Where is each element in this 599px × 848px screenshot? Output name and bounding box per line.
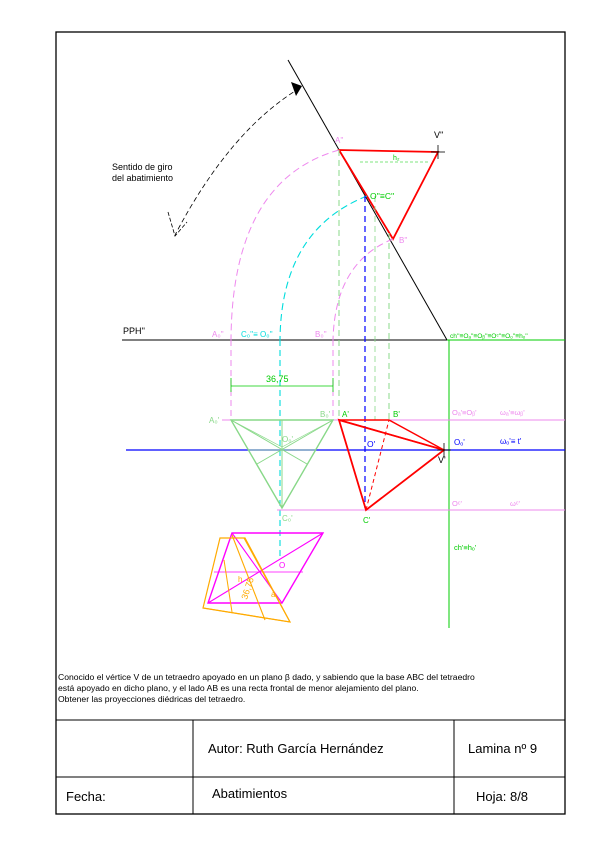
label-v1: V': [438, 455, 446, 465]
pph-label: PPH'': [123, 326, 145, 336]
label-o0: O₀': [282, 435, 294, 444]
red-triangle-plan: [337, 418, 446, 512]
label-b0-top: B₀'': [315, 330, 327, 339]
label-ob: Oₒ': [454, 438, 465, 447]
label-wo-t: ωₒ'≡ t': [500, 437, 522, 446]
label-c1: C': [363, 516, 371, 525]
pink-arc-small: [332, 238, 394, 341]
label-hinge-top: ch''≡Oₐ''≡Oᵦ''≡Oᶜ''≡Oₒ''≡hₒ'': [450, 333, 528, 340]
rotation-arrow-tip: [167, 211, 188, 237]
rotation-label-line2: del abatimiento: [112, 173, 173, 183]
label-b2: B'': [399, 236, 408, 245]
plane-trace-line: [287, 59, 448, 341]
label-a2: A'': [335, 136, 344, 145]
pink-arc-large: [230, 149, 340, 341]
label-ch-h: ch'≡hₒ': [454, 543, 477, 552]
sheet-border: [55, 31, 566, 815]
label-dimension-top: 36,75: [266, 374, 289, 384]
label-h-bottom: h: [238, 575, 242, 584]
label-v2: V'': [434, 130, 444, 140]
orange-line-2: [243, 537, 291, 623]
red-dashed-edge: [365, 419, 390, 511]
label-o1: O': [367, 439, 376, 449]
label-a0-top: A₀'': [212, 330, 224, 339]
red-triangle-elevation: [337, 149, 440, 241]
page-number: Hoja: 8/8: [476, 789, 529, 804]
green-median-a: [230, 419, 308, 465]
sheet-number: Lamina nº 9: [468, 741, 538, 756]
rotation-label-line1: Sentido de giro: [112, 162, 173, 172]
label-a-bottom: a: [271, 590, 276, 599]
problem-statement: Conocido el vértice V de un tetraedro ap…: [58, 672, 558, 705]
green-apex-left: [230, 419, 283, 448]
label-b0: B₀': [320, 410, 331, 419]
statement-line-3: Obtener las proyecciones diédricas del t…: [58, 694, 246, 704]
label-h2: h₂: [393, 155, 400, 162]
cyan-arc: [279, 195, 368, 341]
label-o2c2: O''≡C'': [370, 191, 395, 201]
orange-line-base: [202, 607, 291, 623]
label-a1: A': [342, 410, 349, 419]
label-oc: Oᶜ': [452, 499, 462, 508]
date-label: Fecha:: [66, 789, 106, 804]
label-a0: A₀': [209, 416, 220, 425]
rotation-arc: [174, 87, 301, 236]
label-o-bottom: O: [279, 561, 285, 570]
statement-line-1: Conocido el vértice V de un tetraedro ap…: [58, 672, 475, 682]
orange-line-1: [231, 534, 266, 621]
label-wc: ωᶜ': [510, 499, 521, 508]
rotation-arrow-head: [291, 82, 302, 96]
orange-line-3: [223, 559, 233, 613]
green-apex-right: [281, 419, 334, 448]
label-b1: B': [393, 410, 400, 419]
magenta-diag-2: [207, 532, 324, 604]
subject-field: Abatimientos: [212, 786, 288, 801]
statement-line-2: está apoyado en dicho plano, y el lado A…: [58, 683, 419, 693]
label-wa-wb: ωₐ'≡ωᵦ': [500, 408, 525, 417]
label-oa-ob: Oₐ'≡Oᵦ': [452, 408, 477, 417]
green-median-b: [256, 419, 334, 465]
red-triangle-plan-inner: [338, 419, 445, 451]
author-field: Autor: Ruth García Hernández: [208, 741, 384, 756]
label-c0: C₀': [282, 514, 293, 523]
label-c0-top: C₀''≡ O₀'': [241, 330, 273, 339]
